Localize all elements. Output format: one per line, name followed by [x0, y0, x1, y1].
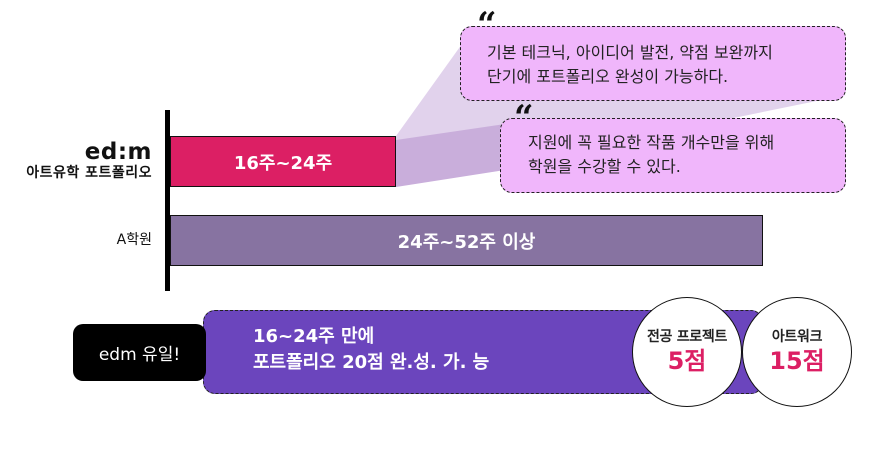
- callout-2-line-2: 학원을 수강할 수 있다.: [528, 157, 681, 176]
- badge-artwork-value: 15점: [769, 347, 825, 375]
- badge-major-project-label: 전공 프로젝트: [646, 329, 728, 345]
- callout-wedge-2: [396, 124, 505, 187]
- quote-mark-icon: “: [514, 98, 534, 138]
- edm-brand-label: ed:m: [84, 139, 152, 165]
- quote-mark-icon: “: [477, 5, 497, 45]
- badge-artwork-label: 아트워크: [771, 329, 823, 345]
- category-label-competitor: A학원: [116, 232, 152, 248]
- callout-1-line-2: 단기에 포트폴리오 완성이 가능하다.: [487, 67, 729, 86]
- badge-artwork: 아트워크 15점: [742, 297, 852, 407]
- badge-major-project-value: 5점: [667, 347, 707, 375]
- category-label-edm: ed:m 아트유학 포트폴리오: [26, 140, 152, 182]
- callout-2-line-1: 지원에 꼭 필요한 작품 개수만을 위해: [528, 133, 775, 152]
- highlight-line-1: 16~24주 만에: [253, 326, 375, 347]
- y-axis-line: [165, 110, 170, 291]
- unique-tag-label: edm 유일!: [98, 345, 181, 365]
- highlight-text: 16~24주 만에 포트폴리오 20점 완.성. 가. 능: [253, 324, 489, 376]
- badge-major-project: 전공 프로젝트 5점: [632, 297, 742, 407]
- bar-edm-label: 16주~24주: [233, 152, 333, 174]
- callout-bubble-2: 지원에 꼭 필요한 작품 개수만을 위해 학원을 수강할 수 있다.: [500, 118, 846, 193]
- unique-tag: edm 유일!: [73, 324, 206, 381]
- highlight-line-2: 포트폴리오 20점 완.성. 가. 능: [253, 352, 490, 373]
- bar-edm: 16주~24주: [170, 136, 396, 187]
- edm-sub-label: 아트유학 포트폴리오: [26, 165, 152, 181]
- callout-bubble-1: 기본 테크닉, 아이디어 발전, 약점 보완까지 단기에 포트폴리오 완성이 가…: [460, 26, 846, 101]
- bar-competitor-label: 24주~52주 이상: [397, 231, 536, 253]
- callout-1-line-1: 기본 테크닉, 아이디어 발전, 약점 보완까지: [487, 43, 773, 62]
- bar-competitor: 24주~52주 이상: [170, 215, 763, 266]
